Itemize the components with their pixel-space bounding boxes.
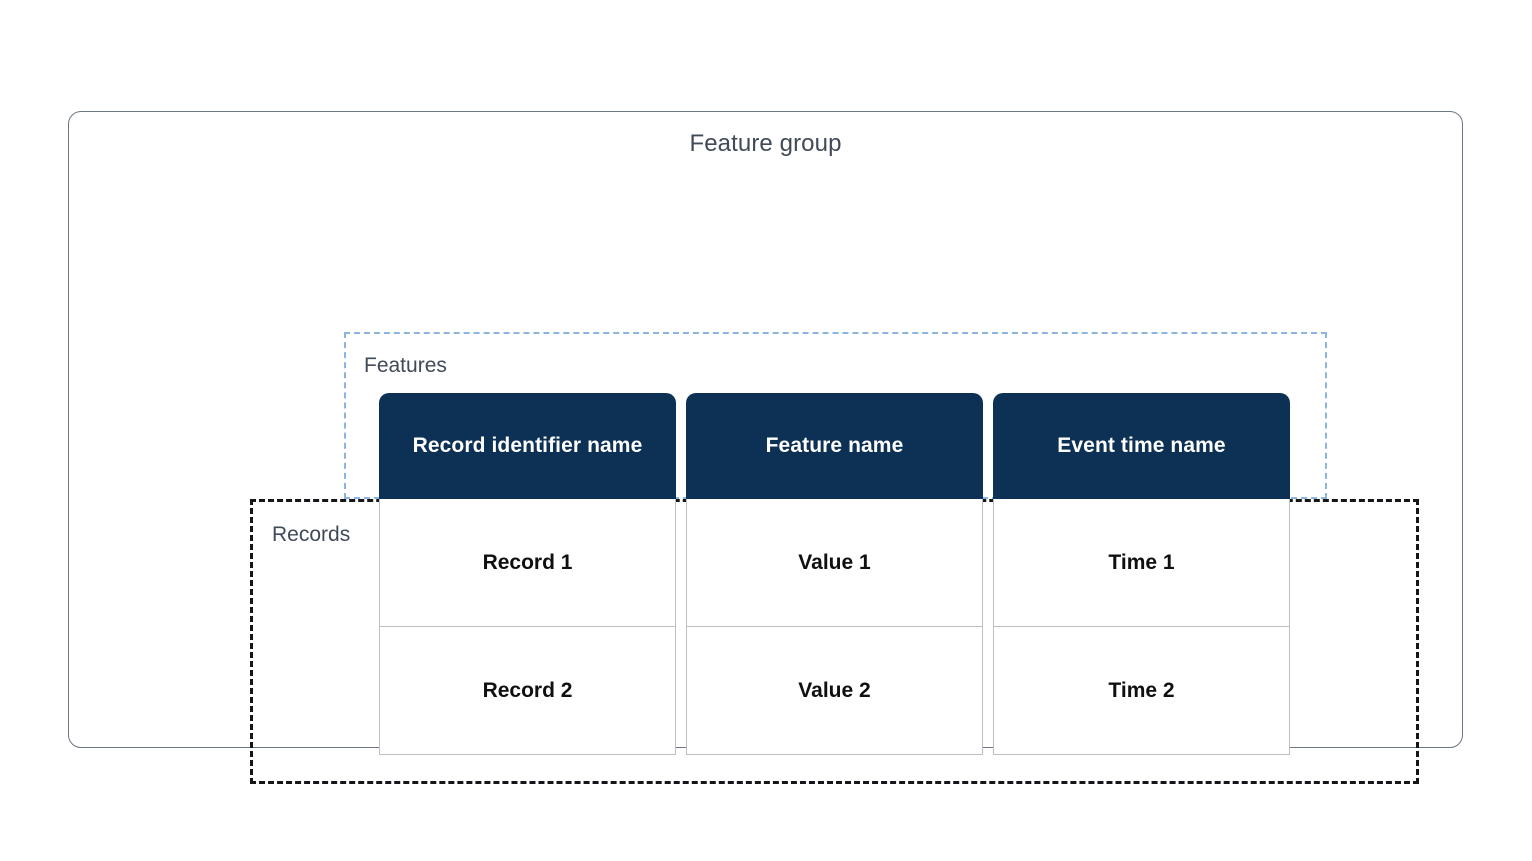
feature-group-container: Feature group Features Records Record id…	[68, 111, 1463, 784]
column-header-record-identifier-name: Record identifier name	[379, 393, 676, 499]
table-cell-value-1: Value 1	[686, 499, 983, 627]
table-cell-value-2: Value 2	[686, 627, 983, 755]
column-header-feature-name: Feature name	[686, 393, 983, 499]
table-cell-time-2: Time 2	[993, 627, 1290, 755]
table-cell-record-2: Record 2	[379, 627, 676, 755]
records-region-label: Records	[272, 523, 351, 546]
feature-column-record-identifier: Record identifier name Record 1 Record 2	[379, 393, 676, 755]
table-cell-time-1: Time 1	[993, 499, 1290, 627]
column-header-event-time-name: Event time name	[993, 393, 1290, 499]
feature-group-title: Feature group	[689, 130, 842, 157]
table-cell-record-1: Record 1	[379, 499, 676, 627]
feature-column-feature-name: Feature name Value 1 Value 2	[686, 393, 983, 755]
feature-table: Record identifier name Record 1 Record 2…	[379, 393, 1290, 755]
features-region-label: Features	[364, 354, 447, 377]
feature-column-event-time-name: Event time name Time 1 Time 2	[993, 393, 1290, 755]
